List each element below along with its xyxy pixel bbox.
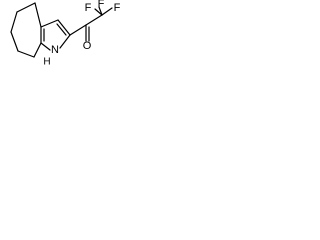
c-f-bond-top-right — [101, 7, 113, 16]
atom-labels: F F F O N H — [43, 0, 120, 68]
c-f-bond-top-left — [98, 6, 103, 16]
nitrogen-hydrogen-label: H — [43, 57, 50, 68]
fusion-bond-b — [33, 42, 42, 58]
ring-bond-left-upper — [10, 11, 18, 33]
pyrrole-c2-c3-double-bond-outer — [57, 19, 71, 36]
tetrahydro-ring-bonds — [10, 2, 36, 58]
cf3-attachment-bond — [85, 14, 103, 26]
fluorine-label-top-right: F — [114, 2, 121, 14]
ring-bond-left-lower — [10, 31, 19, 52]
ring-bond-top — [16, 2, 36, 13]
c-f-bond-left — [94, 8, 103, 16]
carbonyl-oxygen-label: O — [83, 40, 92, 52]
pyrrole-c2-n-bond — [59, 34, 71, 49]
molecule-structure-diagram: F F F O N H — [10, 0, 121, 68]
nitrogen-label: N — [51, 44, 59, 56]
ring-bond-bottom — [17, 50, 35, 58]
pyrrole-n-c-bond — [40, 42, 51, 51]
trifluoroacetyl-bonds — [69, 6, 113, 42]
pyrrole-ring-bonds — [33, 2, 71, 58]
fusion-bond-a — [34, 2, 42, 28]
carbonyl-attachment-bond — [69, 24, 87, 36]
pyrrole-c3-c4-bond — [40, 19, 59, 28]
pyrrole-c2-c3-double-bond-inner — [56, 23, 67, 36]
fluorine-label-left: F — [85, 2, 92, 14]
fluorine-label-top-left: F — [98, 0, 105, 10]
